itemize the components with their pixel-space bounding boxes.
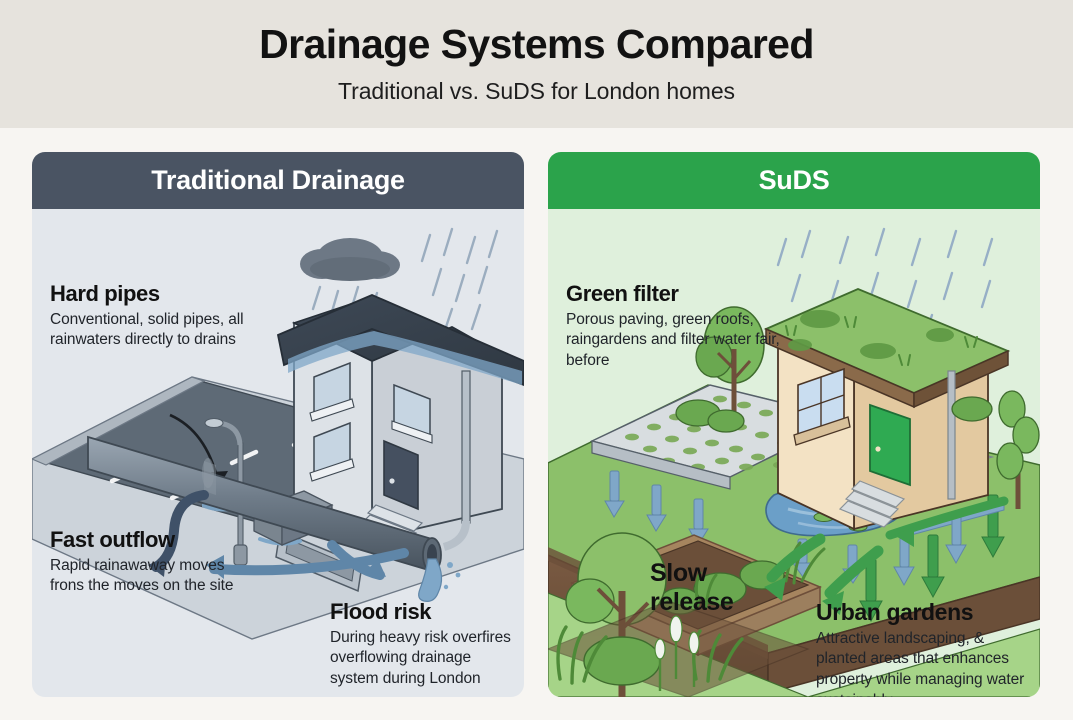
panel-traditional-header: Traditional Drainage xyxy=(32,152,524,209)
suds-illustration xyxy=(548,227,1040,697)
callout-fast-outflow-body: Rapid rainawaway moves frons the moves o… xyxy=(50,556,234,595)
infiltration-arrows xyxy=(604,470,709,546)
rain-cloud-icon xyxy=(300,238,400,281)
callout-slow-release: Slow release xyxy=(650,559,770,617)
downpipe xyxy=(442,370,471,551)
slow-release-arrows xyxy=(764,533,884,615)
callout-urban-gardens-title: Urban gardens xyxy=(816,599,974,625)
flower-spikes xyxy=(654,615,700,660)
callout-urban-gardens-body: Attractive landscaping, & planted areas … xyxy=(816,629,1025,697)
front-door xyxy=(383,439,419,511)
callout-hard-pipes: Hard pipes Conventional, solid pipes, al… xyxy=(50,281,285,351)
callout-fast-outflow: Fast outflow Rapid rainawaway moves fron… xyxy=(50,527,260,597)
foreground-planting xyxy=(548,600,810,697)
outflow-water xyxy=(418,558,461,602)
panel-suds: SuDS xyxy=(548,152,1040,697)
roof-water xyxy=(288,331,522,385)
shrubs-upper xyxy=(675,396,993,433)
downpipe xyxy=(947,370,956,500)
house-windows xyxy=(313,361,431,477)
deep-infiltration-arrows xyxy=(859,494,1009,623)
front-door xyxy=(869,403,911,487)
callout-hard-pipes-body: Conventional, solid pipes, all rainwater… xyxy=(50,310,244,349)
callout-green-filter: Green filter Porous paving, green roofs,… xyxy=(566,281,796,371)
house xyxy=(252,294,524,552)
tree-upper-left xyxy=(695,306,765,427)
page-title: Drainage Systems Compared xyxy=(259,21,814,68)
panel-traditional-drainage: Traditional Drainage xyxy=(32,152,524,697)
dark-roof xyxy=(276,294,524,386)
page-header: Drainage Systems Compared Traditional vs… xyxy=(0,0,1073,128)
tree-foreground xyxy=(565,532,667,697)
callout-hard-pipes-title: Hard pipes xyxy=(50,281,160,306)
house xyxy=(763,288,1011,531)
page-subtitle: Traditional vs. SuDS for London homes xyxy=(338,77,735,104)
tree-right xyxy=(996,390,1040,509)
roof-vegetation xyxy=(788,310,954,359)
gully-drain xyxy=(169,413,363,593)
kerb xyxy=(32,376,206,466)
flow-arrows xyxy=(148,490,409,580)
callout-slow-release-title: Slow release xyxy=(650,559,734,616)
callout-green-filter-title: Green filter xyxy=(566,281,679,306)
panel-suds-body: Green filter Porous paving, green roofs,… xyxy=(548,209,1040,697)
panel-suds-header: SuDS xyxy=(548,152,1040,209)
callout-urban-gardens: Urban gardens Attractive landscaping, & … xyxy=(816,599,1031,697)
callout-green-filter-body: Porous paving, green roofs, raingardens … xyxy=(566,310,780,369)
callout-flood-risk: Flood risk During heavy risk overfires o… xyxy=(330,599,520,689)
traditional-drainage-illustration xyxy=(32,227,524,640)
callout-fast-outflow-title: Fast outflow xyxy=(50,527,175,552)
front-steps xyxy=(838,480,906,528)
callout-flood-risk-body: During heavy risk overfires overflowing … xyxy=(330,628,511,687)
panel-traditional-body: Hard pipes Conventional, solid pipes, al… xyxy=(32,209,524,697)
callout-flood-risk-title: Flood risk xyxy=(330,599,432,624)
